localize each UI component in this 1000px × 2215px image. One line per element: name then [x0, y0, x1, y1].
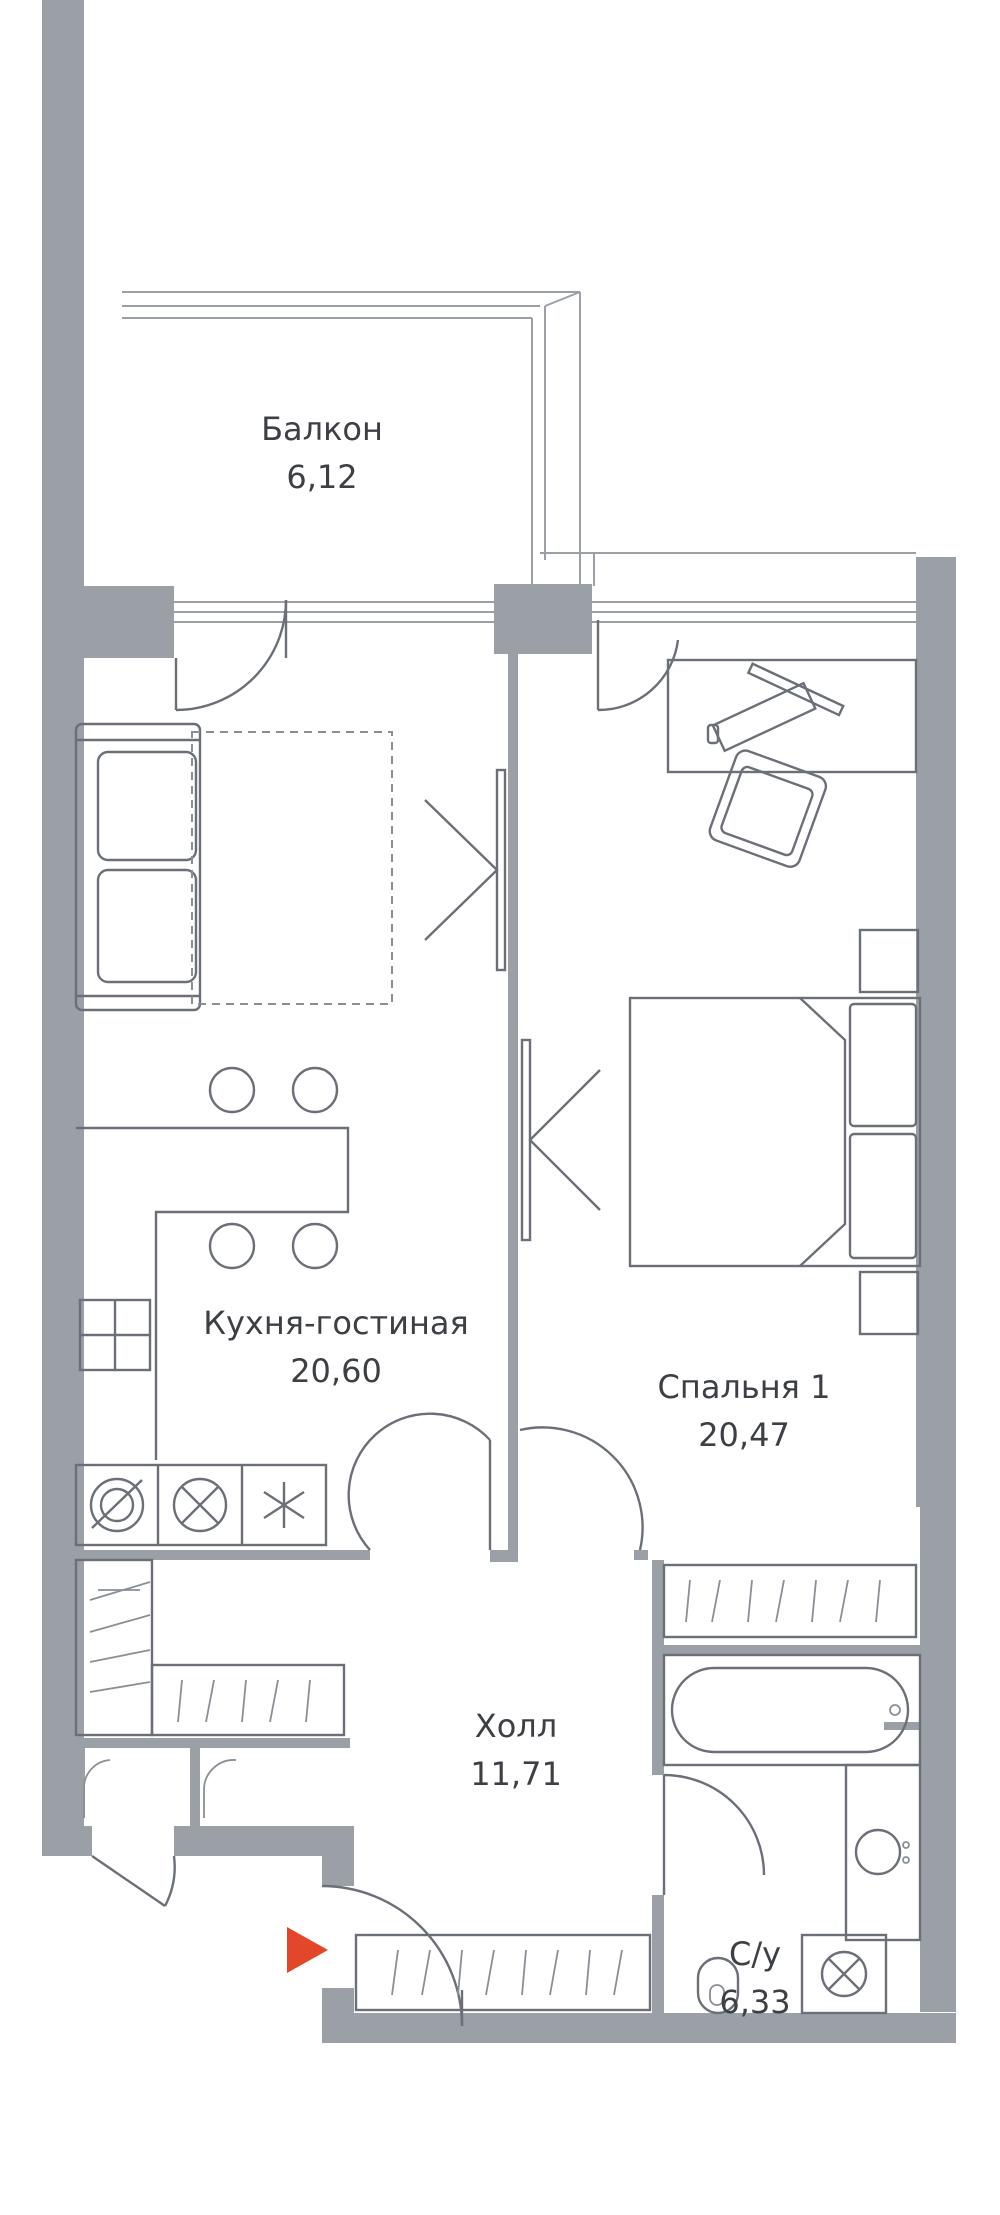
room-name-hall: Холл: [475, 1707, 557, 1745]
room-name-bathroom: С/у: [729, 1935, 781, 1973]
room-name-balcony: Балкон: [261, 410, 383, 448]
bathroom-fixtures: [662, 1653, 922, 2015]
partition-walls: [75, 654, 920, 2013]
doors: [83, 599, 766, 2027]
room-name-bedroom: Спальня 1: [658, 1368, 831, 1406]
room-labels: Балкон 6,12 Кухня-гостиная 20,60 Спальня…: [203, 410, 830, 2021]
room-area-bedroom: 20,47: [698, 1416, 790, 1454]
room-area-bathroom: 6,33: [719, 1983, 790, 2021]
kitchen-furniture: [74, 722, 393, 1547]
sliding-partitions: [424, 768, 601, 1242]
bedroom-furniture: [628, 658, 922, 1336]
room-area-kitchen-living: 20,60: [290, 1352, 382, 1390]
room-area-balcony: 6,12: [286, 458, 357, 496]
outer-walls: [42, 0, 956, 2043]
entrance-marker-icon: [287, 1927, 328, 1973]
wardrobes: [74, 1558, 918, 2012]
room-area-hall: 11,71: [470, 1755, 562, 1793]
room-name-kitchen-living: Кухня-гостиная: [203, 1304, 469, 1342]
